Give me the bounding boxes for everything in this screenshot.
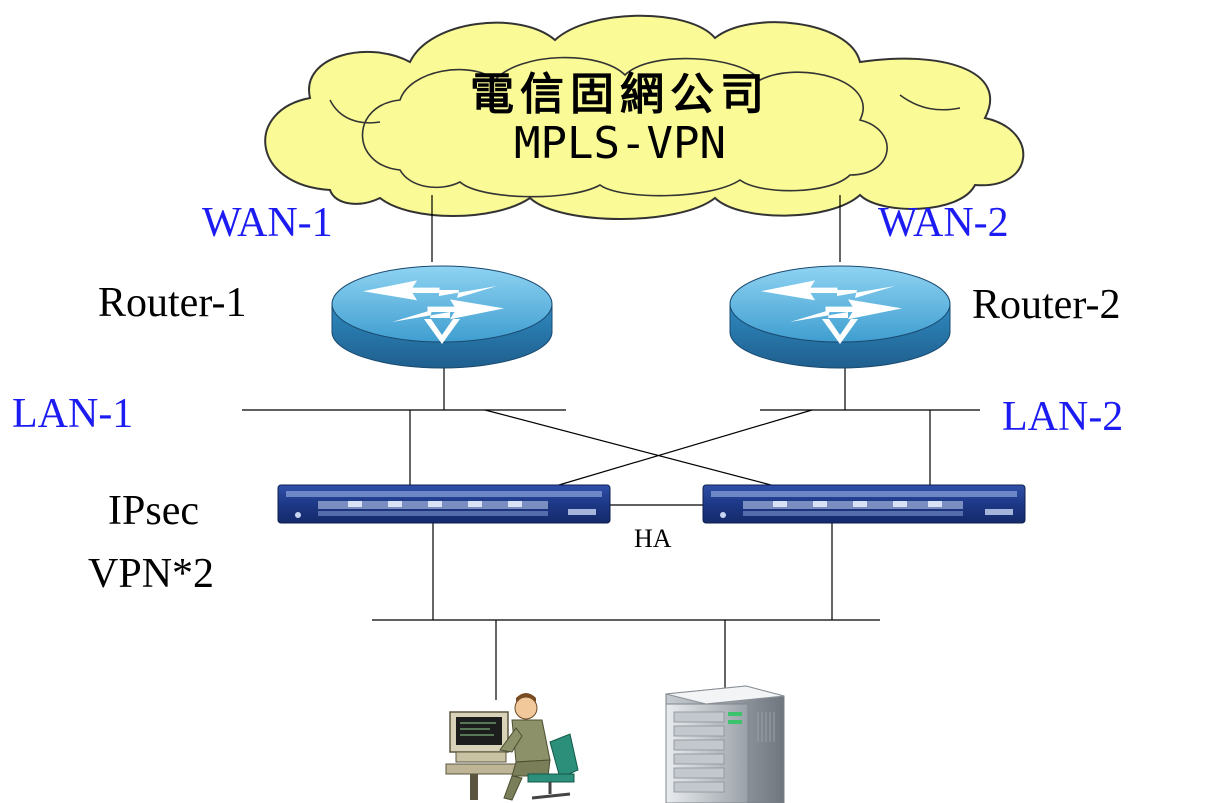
lan-1-to-fw-2 [484,409,791,491]
lan-1-label: LAN-1 [12,391,134,437]
user-workstation-icon [445,693,579,801]
router-1-icon [331,265,553,369]
router-2-icon [729,265,951,369]
ipsec-label: IPsec [108,488,199,534]
router-2-label: Router-2 [972,282,1121,328]
ipsec-vpn-1-icon [277,484,611,524]
lan-2-to-fw-1 [541,409,813,491]
lan-2-label: LAN-2 [1002,394,1124,440]
cloud-title: 電信固網公司 [470,69,770,120]
mpls-cloud [264,14,1025,220]
ha-label: HA [634,524,672,553]
vpn-count-label: VPN*2 [88,551,215,597]
connection-lines [242,195,980,700]
server-icon [665,685,785,803]
cloud-subtitle: MPLS-VPN [514,118,726,169]
wan-1-label: WAN-1 [202,200,333,246]
wan-2-label: WAN-2 [878,200,1009,246]
router-1-label: Router-1 [98,280,247,326]
ipsec-vpn-2-icon [702,484,1026,524]
